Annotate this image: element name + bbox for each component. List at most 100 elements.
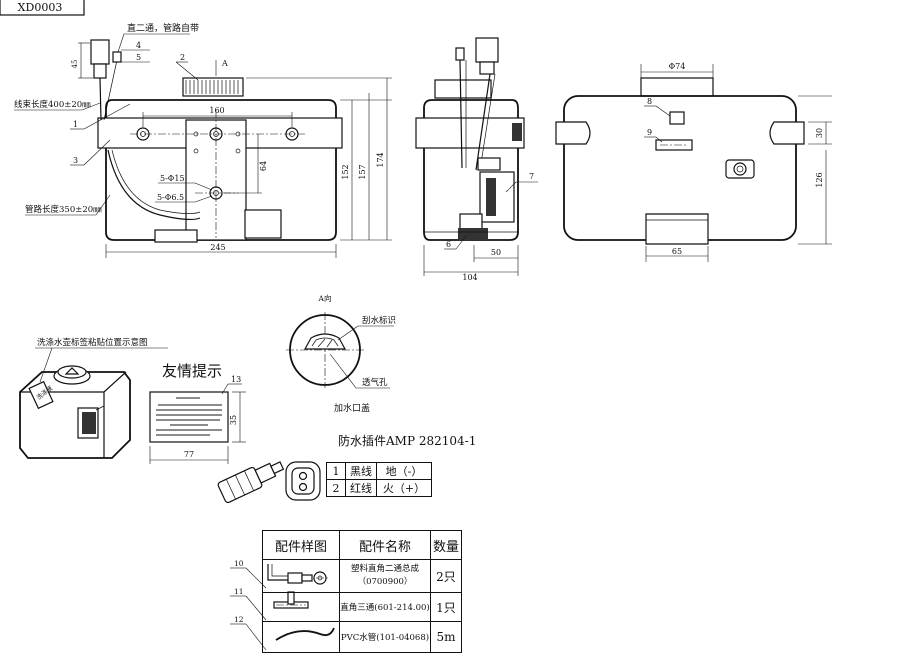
dim-245: 245 <box>210 243 225 252</box>
side-cap <box>434 79 492 99</box>
label-position-sketch: 洗涤水壶标签粘贴位置示意图 洗涤液 <box>19 337 168 459</box>
header-name: 配件名称 <box>339 530 431 560</box>
part-qty: 1只 <box>430 592 462 622</box>
dim-77: 77 <box>184 450 194 459</box>
part-qty: 5m <box>430 621 462 653</box>
part-name-line1: 塑料直角二通总成 <box>350 564 419 574</box>
connector-pin-table: 1 黑线 地（-） 2 红线 火（+） <box>326 462 432 497</box>
balloon-6: 6 <box>446 240 451 249</box>
wire-color: 红线 <box>345 479 377 497</box>
dim-152: 152 <box>341 164 350 179</box>
note-wiper-mark: 刮水标识 <box>362 315 396 326</box>
label-8 <box>669 111 685 125</box>
tip-text-lines <box>156 397 222 436</box>
pipe-fitting <box>112 51 122 63</box>
parts-leaders: 10 11 12 <box>230 559 267 651</box>
side-view: 7 6 50 104 <box>415 37 538 282</box>
front-view: 45 直二通，管路自带 4 5 2 A 线束长度400±20㎜ 1 3 管路长度… <box>14 22 392 258</box>
dim-64: 64 <box>259 161 268 171</box>
friendly-tip: 友情提示 13 35 77 <box>149 362 246 464</box>
dim-126: 126 <box>815 172 824 187</box>
note-vent-hole: 透气孔 <box>362 377 388 388</box>
part-sample-cell <box>262 559 340 593</box>
wire-color: 黑线 <box>345 462 377 480</box>
pin-signal: 火（+） <box>376 479 432 497</box>
dim-160: 160 <box>209 106 224 115</box>
title-code: XD0003 <box>18 1 63 14</box>
dim-hole-65: 5-Φ6.5 <box>157 193 184 202</box>
part-qty: 2只 <box>430 559 462 593</box>
balloon-13: 13 <box>231 375 241 384</box>
dim-174: 174 <box>376 152 385 167</box>
parts-header-row: 配件样图 配件名称 数量 <box>262 530 462 560</box>
friendly-tip-title: 友情提示 <box>162 362 222 380</box>
part-sample-cell <box>262 592 340 622</box>
connector-face <box>285 461 321 501</box>
pin-number: 1 <box>326 462 346 480</box>
tank-label-sticker <box>28 380 54 410</box>
right-lug <box>769 121 805 145</box>
part-name: 直角三通(601-214.00) <box>339 592 431 622</box>
title-block: XD0003 <box>0 0 85 16</box>
outlet-port <box>725 159 755 179</box>
pin-signal: 地（-） <box>376 462 432 480</box>
left-lug <box>555 121 591 145</box>
pin-row: 1 黑线 地（-） <box>326 462 432 480</box>
dim-35: 35 <box>229 415 238 425</box>
balloon-7: 7 <box>529 172 534 181</box>
balloon-10: 10 <box>234 559 244 568</box>
tip-sticker <box>149 391 229 443</box>
tank-body <box>105 99 337 241</box>
pin-number: 2 <box>326 479 346 497</box>
part-name: PVC水管(101-04068) <box>339 621 431 653</box>
parts-row: 塑料直角二通总成 （0700900） 2只 <box>262 559 462 593</box>
pipe-note: 直二通，管路自带 <box>127 22 199 34</box>
harness-length-note: 线束长度400±20㎜ <box>14 99 91 110</box>
top-cap <box>640 77 714 97</box>
parts-row: 直角三通(601-214.00) 1只 <box>262 592 462 622</box>
pipe-length-note: 管路长度350±20㎜ <box>25 204 102 215</box>
cap-a-view: A向 刮水标识 透气孔 加水口盖 <box>286 293 396 414</box>
pump-assembly <box>479 171 515 223</box>
balloon-5: 5 <box>136 53 141 62</box>
dim-phi74: Φ74 <box>669 62 686 71</box>
bottom-lug <box>645 213 709 245</box>
dim-65: 65 <box>672 247 682 256</box>
hose-front <box>107 149 201 221</box>
part-name-line2: （0700900） <box>357 577 413 587</box>
balloon-8: 8 <box>647 97 652 106</box>
dim-hole-15: 5-Φ15 <box>160 174 185 183</box>
cap-view-title: A向 <box>318 293 332 303</box>
wiper-mark <box>303 333 347 350</box>
top-view: 8 9 Φ74 30 126 65 <box>555 62 832 262</box>
balloon-3: 3 <box>73 156 78 165</box>
dim-45: 45 <box>71 60 79 69</box>
dim-104: 104 <box>462 273 477 282</box>
dim-157: 157 <box>358 164 367 179</box>
connector-drawing <box>217 461 285 504</box>
cap-knurling <box>185 80 239 94</box>
parts-row: PVC水管(101-04068) 5m <box>262 621 462 653</box>
connector-section: 防水插件AMP 282104-1 <box>217 433 476 504</box>
dim-50: 50 <box>491 248 501 257</box>
pin-row: 2 红线 火（+） <box>326 479 432 497</box>
balloon-1: 1 <box>73 120 78 129</box>
dim-30: 30 <box>815 128 824 138</box>
balloon-9: 9 <box>647 128 652 137</box>
connector-title: 防水插件AMP 282104-1 <box>338 433 476 448</box>
header-qty: 数量 <box>430 530 462 560</box>
balloon-11: 11 <box>234 587 244 596</box>
part-sample-cell <box>262 621 340 653</box>
parts-table: 配件样图 配件名称 数量 塑料直角二通总成 （0700900） 2只 直角三通(… <box>262 530 462 653</box>
balloon-4: 4 <box>136 41 141 50</box>
balloon-12: 12 <box>234 615 244 624</box>
side-tank-body <box>423 99 519 241</box>
view-arrow-a: A <box>221 59 228 68</box>
header-sample: 配件样图 <box>262 530 340 560</box>
front-connector <box>90 39 110 65</box>
part-name: 塑料直角二通总成 （0700900） <box>339 559 431 593</box>
label-position-title: 洗涤水壶标签粘贴位置示意图 <box>37 337 148 348</box>
pump-motor <box>244 209 282 239</box>
cap-caption: 加水口盖 <box>334 402 370 414</box>
